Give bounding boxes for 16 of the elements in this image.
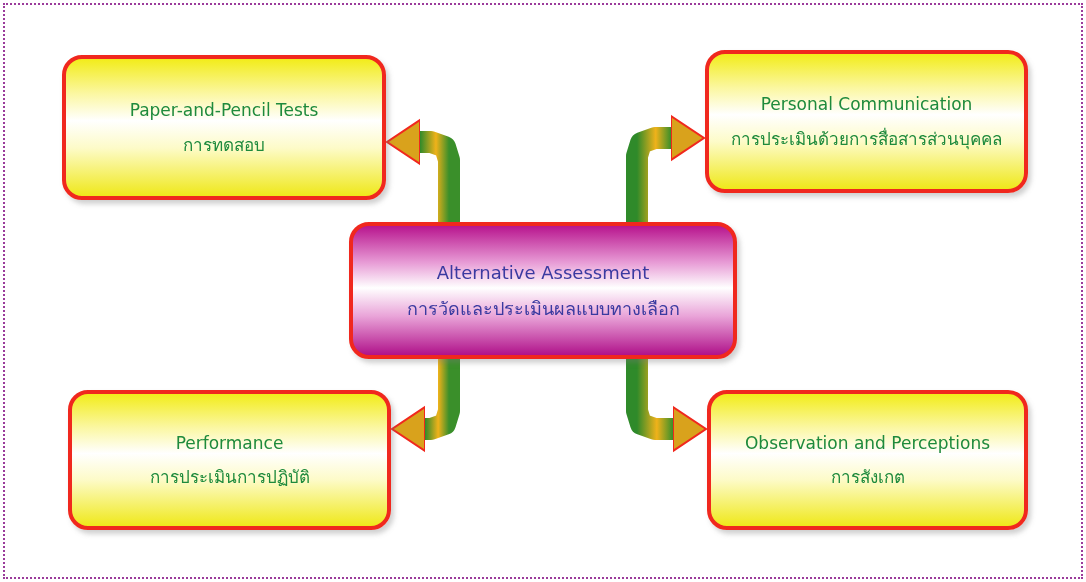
rounded-box xyxy=(68,390,391,530)
node-subtitle: การสังเกต xyxy=(829,467,906,488)
block-arrow xyxy=(626,115,705,222)
rounded-box xyxy=(705,50,1028,193)
node-subtitle: การประเมินด้วยการสื่อสารส่วนบุคคล xyxy=(730,128,1003,149)
node-title: Personal Communication xyxy=(759,94,974,115)
rounded-box xyxy=(349,222,737,359)
rounded-box xyxy=(62,55,386,200)
node-title: Observation and Perceptions xyxy=(743,432,992,453)
node-subtitle: การวัดและประเมินผลแบบทางเลือก xyxy=(405,297,681,320)
node-title: Performance xyxy=(174,432,285,453)
node-subtitle: การประเมินการปฏิบัติ xyxy=(148,467,311,488)
node-title: Alternative Assessment xyxy=(435,261,651,284)
rounded-box xyxy=(707,390,1028,530)
node-title: Paper-and-Pencil Tests xyxy=(128,100,320,121)
node-subtitle: การทดสอบ xyxy=(182,134,266,155)
